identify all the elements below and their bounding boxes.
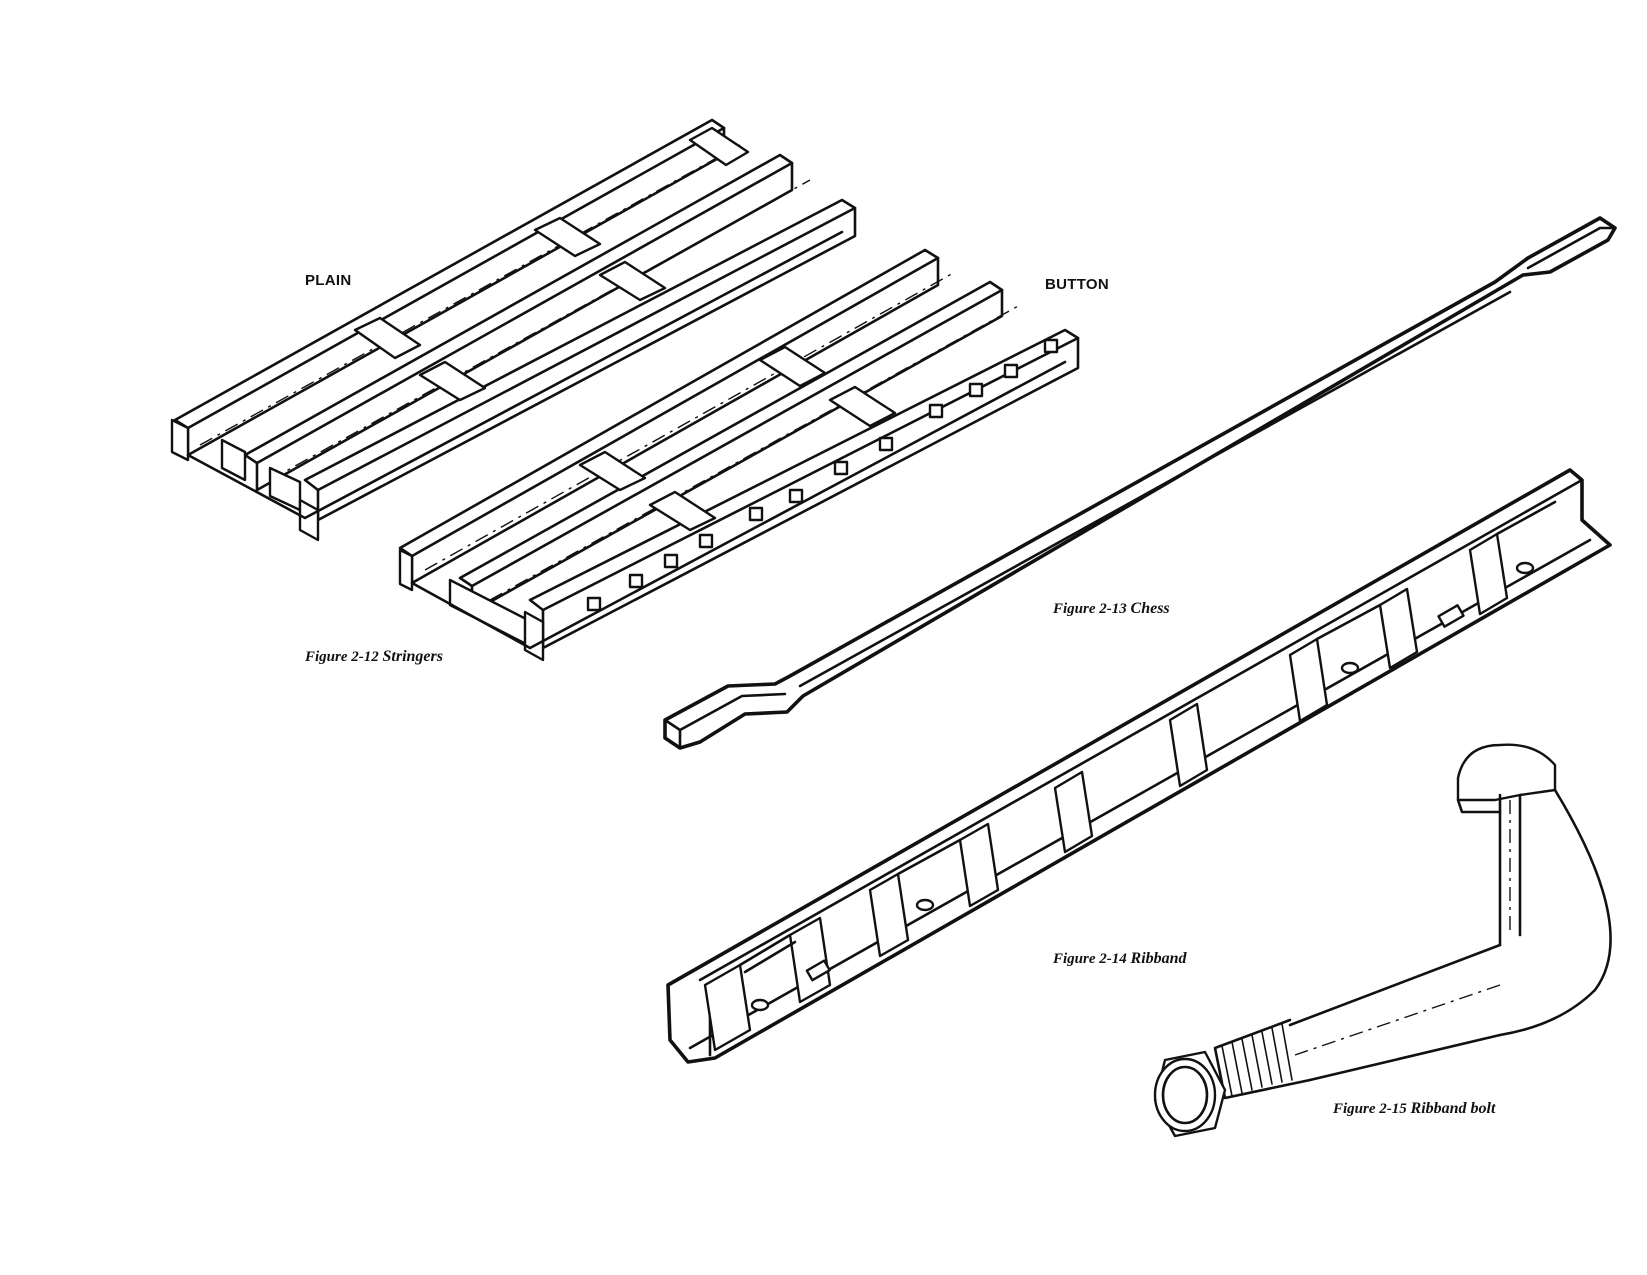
button-stringer-drawing [398,248,1080,662]
figure-2-13-caption: Figure 2-13 Chess [1053,600,1170,618]
figure-2-14-caption: Figure 2-14 Ribband [1053,950,1187,968]
figure-2-14-number: Figure 2-14 [1053,951,1127,967]
figure-2-15-number: Figure 2-15 [1333,1101,1407,1117]
figure-2-13-number: Figure 2-13 [1053,601,1127,617]
figure-2-12-caption: Figure 2-12 Stringers [305,648,443,666]
figure-2-12-title: Stringers [382,648,443,665]
button-label: BUTTON [1045,276,1110,293]
plain-stringer-drawing [170,118,857,542]
ribband-bolt-drawing [1153,743,1612,1138]
figure-2-15-caption: Figure 2-15 Ribband bolt [1333,1100,1495,1118]
figure-2-15-title: Ribband bolt [1410,1100,1496,1117]
figure-2-12-number: Figure 2-12 [305,649,379,665]
figure-2-14-title: Ribband [1130,950,1187,967]
chess-plank-drawing [663,216,1617,750]
plain-label: PLAIN [305,272,352,289]
ribband-drawing [666,468,1612,1064]
figure-2-13-title: Chess [1130,600,1170,617]
